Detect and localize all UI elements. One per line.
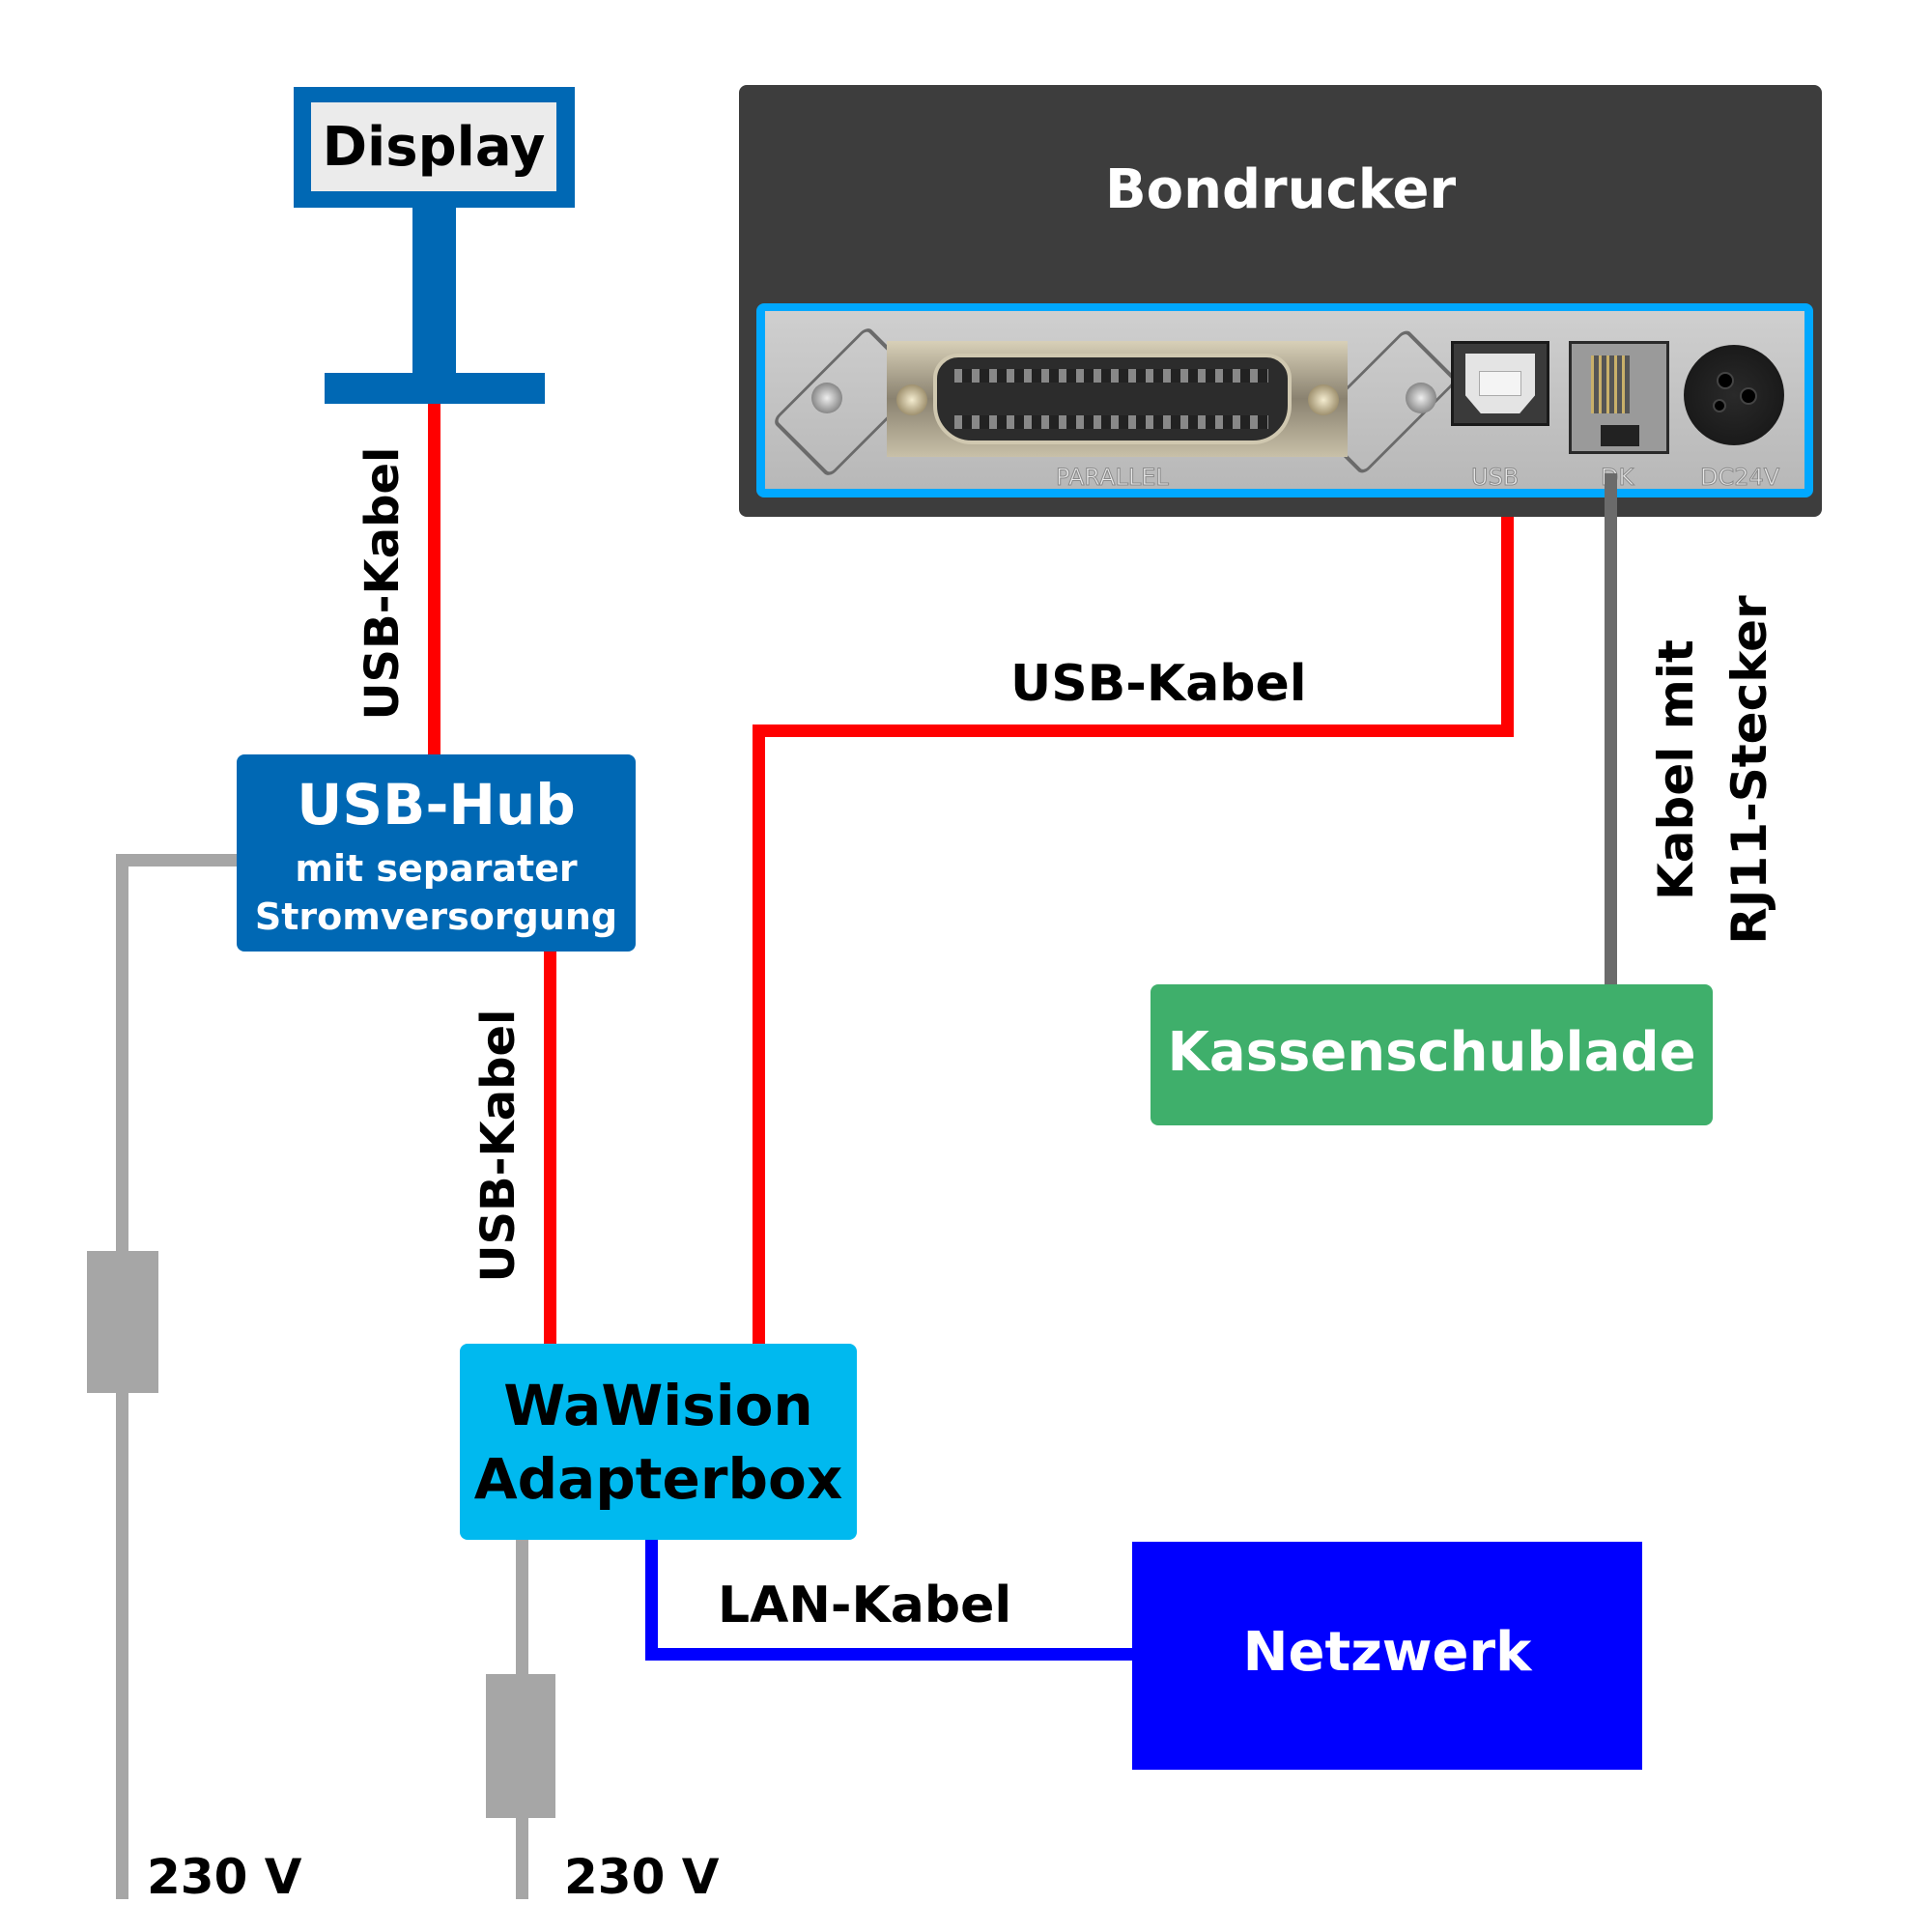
adapterbox-label-2: Adapterbox (473, 1446, 843, 1512)
usb-cable-adapter-printer-up (753, 724, 765, 1344)
usb-port-label: USB (1470, 464, 1520, 492)
usb-cable-label-1: USB-Kabel (355, 446, 410, 721)
rj11-cable-label-1: Kabel mit (1648, 639, 1704, 900)
parallel-pins-bottom (954, 415, 1268, 429)
power-cable-hub-horizontal (116, 854, 237, 867)
lan-cable-label: LAN-Kabel (718, 1577, 1012, 1634)
usb-cable-label-2: USB-Kabel (471, 1009, 526, 1283)
dc-pin (1717, 372, 1734, 389)
usb-cable-adapter-printer-up2 (1501, 447, 1514, 737)
usb-port[interactable] (1451, 341, 1549, 426)
parallel-pins-top (954, 369, 1268, 383)
adapterbox-label-1: WaWision (503, 1373, 813, 1438)
screw-icon (1406, 383, 1436, 413)
lan-cable-horizontal (645, 1648, 1132, 1661)
display-label: Display (322, 116, 546, 179)
dk-port-contacts (1591, 355, 1630, 413)
adapterbox-node: WaWision Adapterbox (460, 1344, 857, 1540)
power-adapter-hub (87, 1251, 158, 1393)
usb-port-tongue (1479, 371, 1521, 396)
dc-pin (1740, 387, 1757, 405)
voltage-label-adapterbox: 230 V (564, 1849, 720, 1905)
rj11-cable (1605, 473, 1617, 984)
netzwerk-label: Netzwerk (1242, 1621, 1532, 1684)
usb-cable-label-3: USB-Kabel (1010, 655, 1307, 713)
usb-hub-node: USB-Hub mit separater Stromversorgung (237, 754, 636, 952)
kassenschublade-label: Kassenschublade (1167, 1021, 1696, 1084)
display-screen: Display (311, 102, 556, 191)
screw-icon (811, 383, 842, 413)
dc-port-label: DC24V (1699, 464, 1780, 492)
parallel-port-socket (933, 354, 1292, 444)
dc-pin (1713, 399, 1726, 412)
nut-icon (1308, 384, 1339, 415)
usb-cable-hub-adapter (544, 952, 556, 1344)
usb-hub-title: USB-Hub (297, 772, 576, 838)
dk-port[interactable] (1569, 341, 1669, 454)
bondrucker-label: Bondrucker (1104, 158, 1457, 221)
usb-hub-subtitle-2: Stromversorgung (254, 895, 618, 938)
usb-cable-display-hub (428, 404, 440, 754)
voltage-label-hub: 230 V (147, 1849, 302, 1905)
kassenschublade-node: Kassenschublade (1151, 984, 1713, 1125)
display-stand (412, 207, 456, 375)
dc-power-port[interactable] (1684, 345, 1784, 445)
dk-port-latch (1601, 425, 1639, 446)
rj11-cable-label-2: RJ11-Stecker (1721, 595, 1777, 945)
netzwerk-node: Netzwerk (1132, 1542, 1642, 1770)
parallel-port-label: PARALLEL (1056, 464, 1170, 492)
display-base (325, 373, 545, 404)
nut-icon (896, 384, 927, 415)
usb-hub-subtitle-1: mit separater (295, 847, 578, 890)
usb-cable-adapter-printer-horizontal (753, 724, 1514, 737)
lan-cable-vertical (645, 1540, 658, 1661)
power-adapter-adapterbox (486, 1674, 555, 1818)
